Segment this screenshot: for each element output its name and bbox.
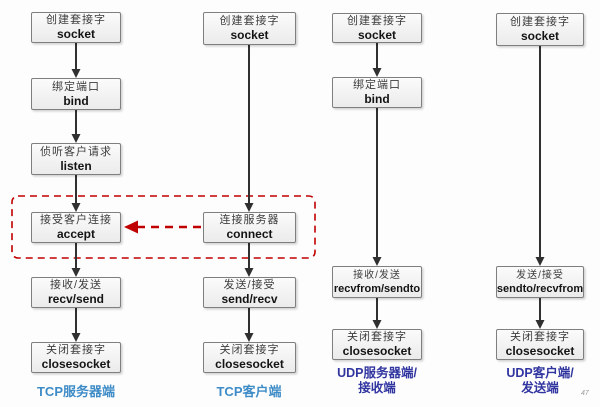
node-title-zh: 关闭套接字 [46, 344, 106, 356]
node-udp-server-recvfrom-sendto: 接收/发送 recvfrom/sendto [332, 266, 422, 298]
label-line-1: TCP客户端 [216, 384, 282, 399]
label-line-1: TCP服务器端 [36, 384, 115, 399]
node-api-en: send/recv [221, 292, 278, 306]
label-line-2: 发送端 [521, 381, 559, 395]
node-title-zh: 发送/接受 [223, 279, 276, 291]
node-udp-client-sendto-recvfrom: 发送/接受 sendto/recvfrom [496, 266, 584, 298]
node-api-en: bind [63, 93, 89, 108]
node-title-zh: 接受客户连接 [40, 214, 112, 226]
node-tcp-client-send-recv: 发送/接受 send/recv [203, 277, 296, 308]
node-title-zh: 侦听客户请求 [40, 145, 112, 158]
node-tcp-server-listen: 侦听客户请求 listen [31, 143, 121, 175]
node-tcp-server-bind: 绑定端口 bind [31, 78, 121, 110]
node-title-zh: 创建套接字 [347, 14, 407, 27]
handshake-region-outline [11, 195, 316, 259]
node-tcp-client-socket: 创建套接字 socket [203, 12, 296, 45]
udp-client-flow-arrows [535, 46, 545, 329]
label-tcp-server: TCP服务器端 [16, 381, 136, 400]
node-title-zh: 关闭套接字 [347, 331, 407, 343]
label-line-1: UDP客户端/ [506, 366, 574, 380]
label-line-1: UDP服务器端/ [337, 366, 417, 380]
connect-to-accept-arrow [124, 220, 203, 234]
node-api-en: recv/send [47, 292, 105, 306]
node-api-en: closesocket [505, 344, 575, 358]
node-title-zh: 发送/接受 [516, 269, 564, 281]
node-api-en: socket [56, 27, 96, 41]
node-api-en: listen [60, 158, 92, 173]
node-title-zh: 创建套接字 [46, 14, 106, 26]
node-udp-server-bind: 绑定端口 bind [332, 77, 422, 108]
node-api-en: bind [364, 92, 390, 106]
tcp-client-flow-arrows [244, 45, 254, 342]
node-api-en: socket [520, 29, 560, 43]
node-tcp-client-connect: 连接服务器 connect [203, 212, 296, 243]
node-api-en: sendto/recvfrom [496, 282, 584, 295]
udp-server-flow-arrows [372, 43, 382, 329]
node-api-en: accept [56, 227, 96, 241]
node-title-zh: 创建套接字 [219, 15, 280, 27]
node-udp-client-closesocket: 关闭套接字 closesocket [496, 329, 584, 360]
label-udp-client: UDP客户端/ 发送端 [480, 366, 600, 396]
node-api-en: connect [226, 227, 273, 241]
node-tcp-client-closesocket: 关闭套接字 closesocket [203, 342, 296, 373]
label-tcp-client: TCP客户端 [189, 381, 309, 400]
node-tcp-server-closesocket: 关闭套接字 closesocket [31, 342, 121, 373]
node-title-zh: 绑定端口 [52, 80, 100, 93]
node-api-en: socket [357, 27, 397, 42]
node-udp-server-closesocket: 关闭套接字 closesocket [332, 329, 422, 360]
node-tcp-server-recv-send: 接收/发送 recv/send [31, 277, 121, 308]
node-title-zh: 关闭套接字 [510, 331, 570, 343]
node-tcp-server-accept: 接受客户连接 accept [31, 212, 121, 243]
node-api-en: closesocket [342, 344, 412, 358]
node-tcp-server-socket: 创建套接字 socket [31, 12, 121, 43]
node-udp-server-socket: 创建套接字 socket [332, 13, 422, 43]
node-title-zh: 关闭套接字 [219, 344, 280, 356]
label-line-2: 接收端 [358, 381, 396, 395]
label-udp-server: UDP服务器端/ 接收端 [317, 366, 437, 396]
node-api-en: socket [230, 28, 269, 42]
node-title-zh: 绑定端口 [353, 79, 401, 91]
node-title-zh: 创建套接字 [510, 16, 570, 28]
tcp-server-flow-arrows [71, 43, 81, 342]
node-api-en: recvfrom/sendto [333, 282, 421, 295]
node-title-zh: 接收/发送 [49, 279, 103, 291]
node-api-en: closesocket [215, 357, 284, 371]
node-title-zh: 接收/发送 [353, 269, 401, 281]
page-watermark: 47 [581, 390, 589, 397]
node-title-zh: 连接服务器 [219, 214, 280, 226]
node-api-en: closesocket [41, 357, 111, 371]
node-udp-client-socket: 创建套接字 socket [496, 13, 584, 46]
